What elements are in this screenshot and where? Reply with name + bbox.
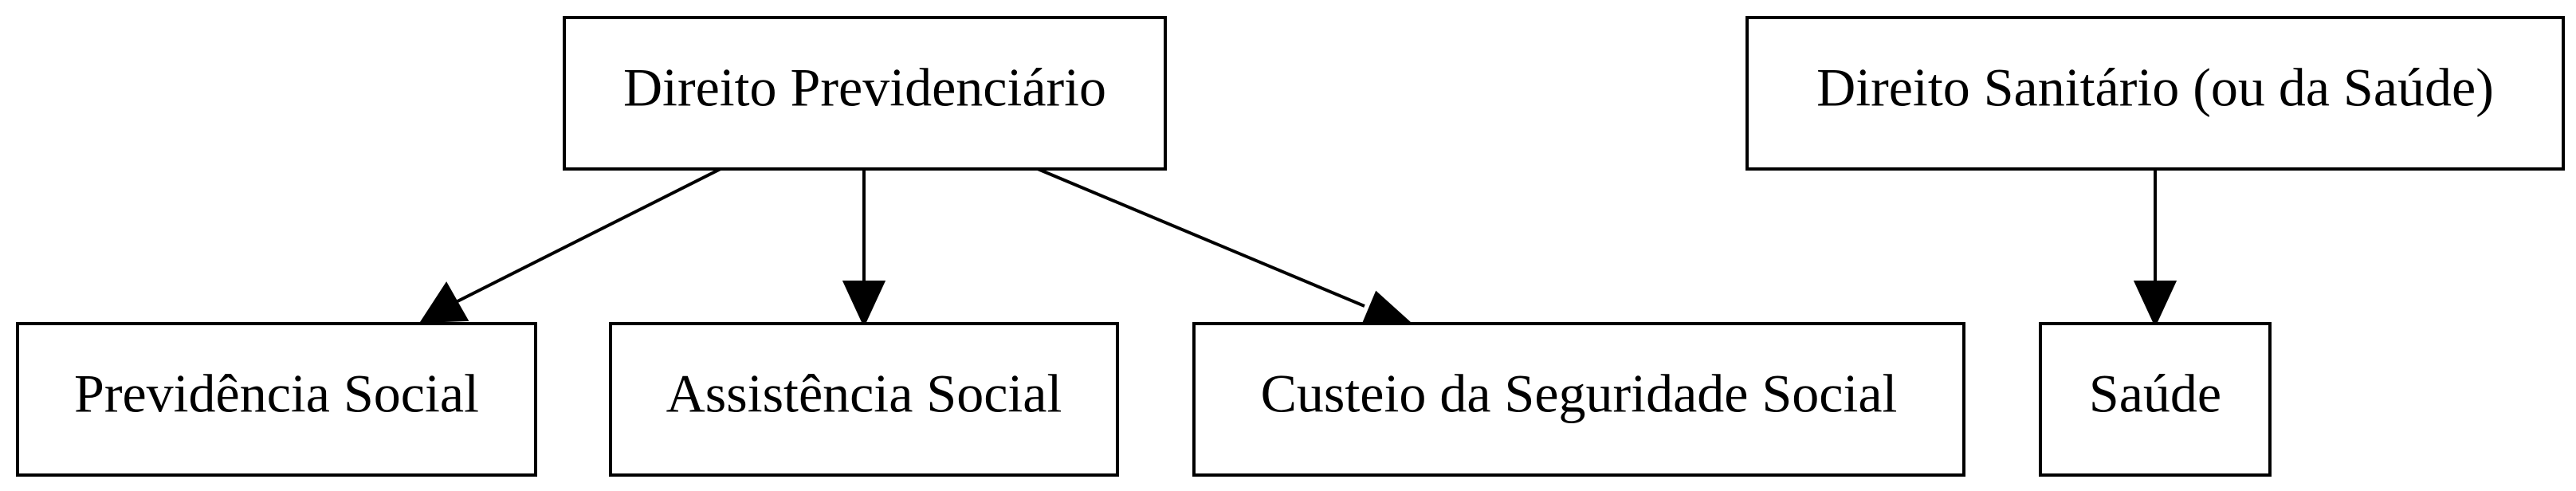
edge-previdenciario-to-custeio <box>1037 167 1413 332</box>
node-box <box>563 16 1167 171</box>
edge-line <box>452 167 721 305</box>
node-previdencia-social[interactable]: Previdência Social <box>16 322 537 477</box>
node-box <box>16 322 537 477</box>
node-assistencia-social[interactable]: Assistência Social <box>609 322 1119 477</box>
node-label: Direito Previdenciário <box>623 57 1106 118</box>
node-label: Previdência Social <box>74 363 479 424</box>
node-direito-sanitario[interactable]: Direito Sanitário (ou da Saúde) <box>1745 16 2565 171</box>
arrowhead-icon <box>419 281 469 324</box>
node-box <box>1192 322 1965 477</box>
edge-sanitario-to-saude <box>2133 169 2177 328</box>
node-box <box>2039 322 2272 477</box>
arrowhead-icon <box>2133 281 2177 328</box>
node-custeio-seguridade[interactable]: Custeio da Seguridade Social <box>1192 322 1965 477</box>
edge-previdenciario-to-previdencia <box>419 167 721 324</box>
node-box <box>609 322 1119 477</box>
node-saude[interactable]: Saúde <box>2039 322 2272 477</box>
edge-line <box>1037 167 1365 308</box>
node-direito-previdenciario[interactable]: Direito Previdenciário <box>563 16 1167 171</box>
arrowhead-icon <box>842 281 886 328</box>
edge-previdenciario-to-assistencia <box>842 169 886 328</box>
node-box <box>1745 16 2565 171</box>
node-label: Assistência Social <box>666 363 1062 424</box>
node-label: Direito Sanitário (ou da Saúde) <box>1816 57 2494 118</box>
node-label: Custeio da Seguridade Social <box>1261 363 1898 424</box>
node-label: Saúde <box>2089 363 2221 424</box>
